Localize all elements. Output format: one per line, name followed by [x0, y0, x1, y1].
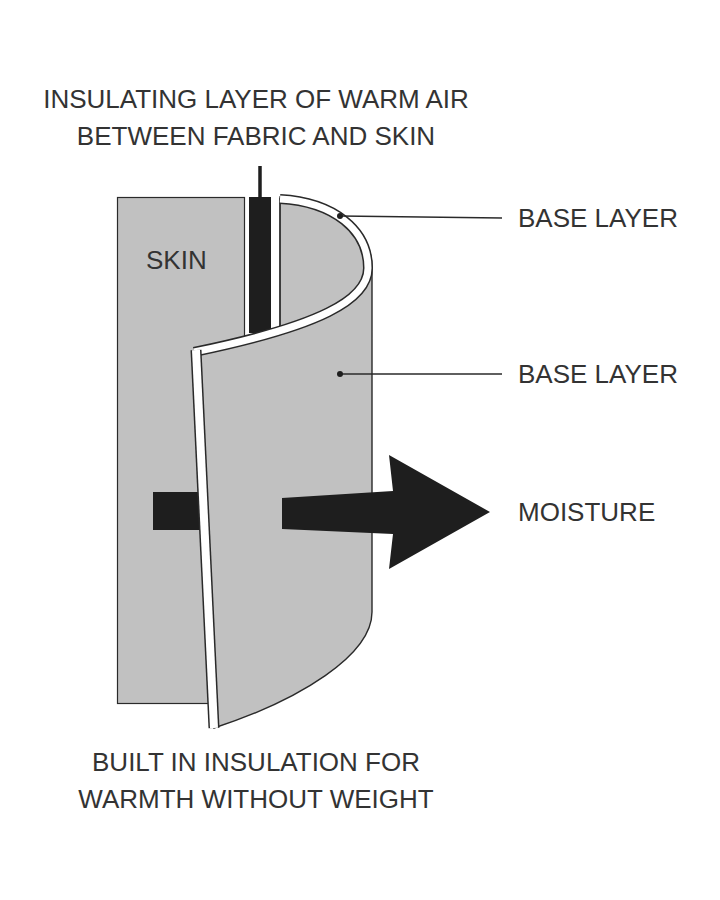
part-label: BASE LAYER: [518, 200, 708, 237]
node-label: SKIN: [146, 242, 245, 279]
fabric-edge-outline: [194, 199, 368, 352]
skin-block: [118, 198, 245, 704]
skin-box: SKIN: [117, 197, 245, 703]
fabric-edge: [196, 350, 214, 728]
leader-dot: [337, 213, 343, 219]
fabric-sheet: [196, 197, 372, 728]
moisture-arrow-stem: [153, 492, 209, 530]
fabric-edge: [194, 199, 368, 352]
leader-dot: [337, 371, 343, 377]
fabric-inner-edge: [279, 198, 280, 333]
leader-line: [340, 216, 502, 218]
callout-label: INSULATING LAYER OF WARM AIR BETWEEN FAB…: [16, 81, 496, 155]
fabric-sheet-outline: [196, 197, 372, 728]
fabric-edge-outline: [196, 350, 214, 728]
leader-line: [340, 373, 502, 374]
flow-label: MOISTURE: [518, 494, 708, 531]
moisture-arrow: [282, 455, 490, 569]
air-layer-bar: [249, 197, 271, 333]
part-label: BASE LAYER: [518, 356, 708, 393]
leader-line: [258, 166, 262, 198]
caption-note: BUILT IN INSULATION FOR WARMTH WITHOUT W…: [46, 744, 466, 818]
